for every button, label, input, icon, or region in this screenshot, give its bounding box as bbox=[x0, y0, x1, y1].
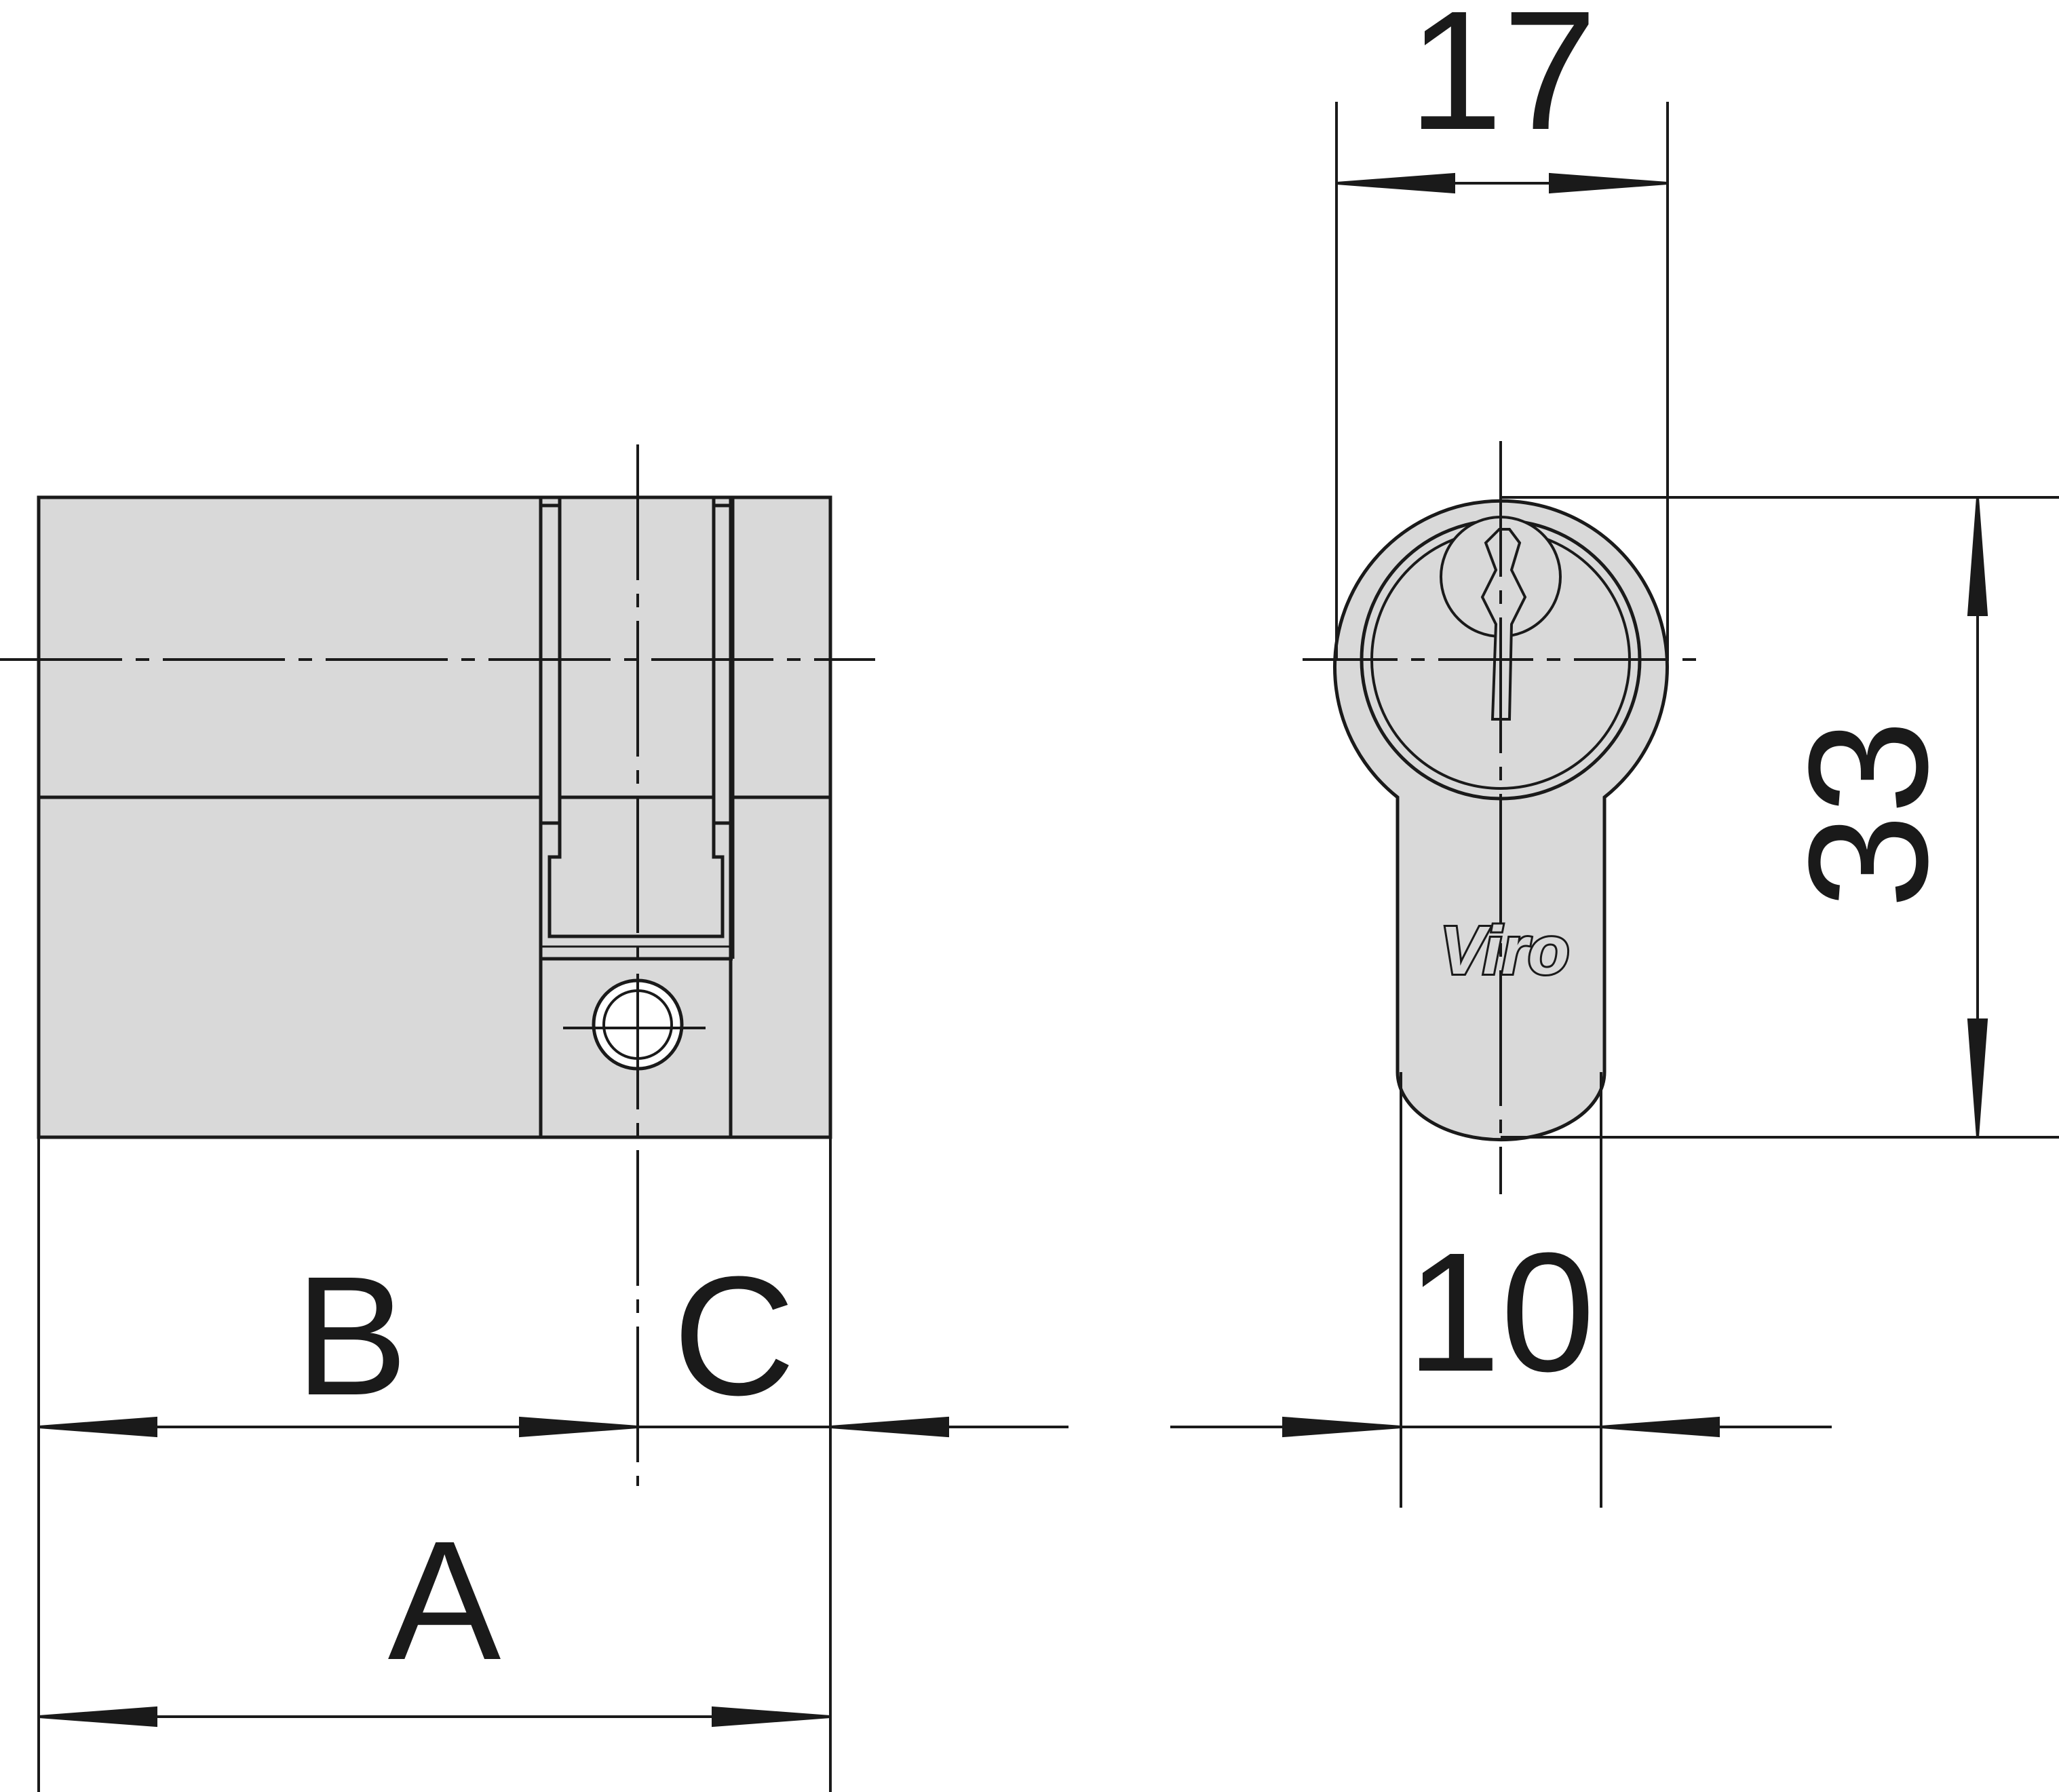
b-label: B bbox=[295, 1241, 408, 1430]
c-label: C bbox=[673, 1241, 796, 1430]
center-lines bbox=[0, 444, 875, 1486]
width-17-label: 17 bbox=[1408, 0, 1597, 165]
front-view-dimensions bbox=[1170, 102, 2059, 1508]
cam-slot bbox=[539, 506, 735, 961]
cylinder-body bbox=[37, 495, 832, 1139]
brand-logo: Viro bbox=[1440, 913, 1570, 989]
side-view-dimensions bbox=[37, 1137, 1069, 1792]
front-center-lines bbox=[1303, 441, 1699, 1194]
front-view bbox=[1303, 441, 1699, 1194]
a-label: A bbox=[388, 1506, 501, 1695]
height-33-label: 33 bbox=[1773, 720, 1963, 909]
cam-10-label: 10 bbox=[1406, 1217, 1595, 1407]
side-view bbox=[0, 444, 875, 1486]
